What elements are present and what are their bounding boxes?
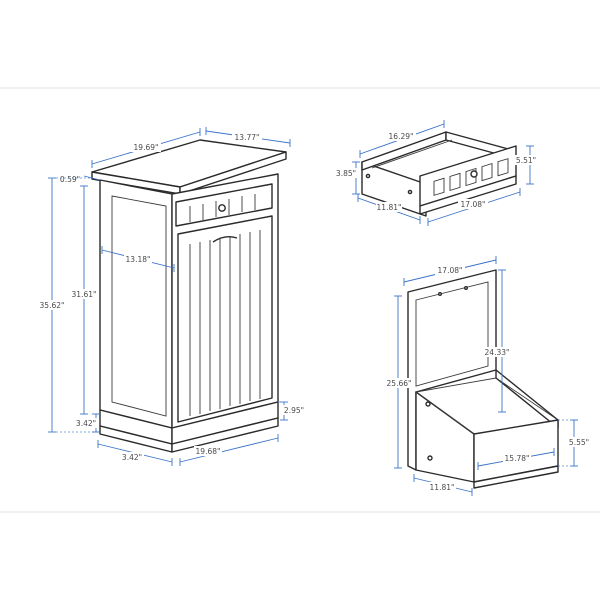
label-cabinet-inner-width: 13.18" — [126, 255, 151, 264]
label-cabinet-base-depth: 3.42" — [122, 453, 142, 462]
cabinet-door-handle-icon — [212, 235, 238, 243]
cabinet-base-front — [171, 417, 279, 453]
tilt-bin-front-bottom — [473, 465, 559, 489]
label-cabinet-top-depth: 13.77" — [235, 133, 260, 142]
tilt-bin-left-side — [415, 391, 475, 483]
label-cabinet-bin-height: 31.61" — [72, 290, 97, 299]
cabinet-drawer-slots — [189, 194, 256, 222]
label-drawer-front-width: 17.08" — [461, 200, 486, 209]
label-cabinet-base-width: 19.68" — [196, 447, 221, 456]
drawer-screw-hole — [407, 189, 413, 195]
label-cabinet-top-overhang: 0.59" — [60, 175, 80, 184]
tilt-bin-back-opening — [415, 281, 489, 387]
cabinet-drawer-knob-icon — [218, 204, 226, 212]
label-drawer-depth: 11.81" — [377, 203, 402, 212]
label-tilt-bin-inner-width: 15.78" — [505, 454, 530, 463]
cabinet-door — [177, 215, 273, 423]
drawer-dimensions: 16.29" 3.85" 11.81" 17.08" 5.51" — [334, 120, 538, 226]
drawer-front-bottom — [419, 175, 517, 215]
label-cabinet-base-height: 3.42" — [76, 419, 96, 428]
label-tilt-bin-back-height: 24.33" — [485, 348, 510, 357]
drawer-left-side — [361, 161, 427, 217]
drawer-front-slots — [433, 158, 509, 196]
label-cabinet-top-width: 19.69" — [134, 143, 159, 152]
tilt-bin-pivot-icon — [427, 455, 433, 461]
tilt-bin-dimensions: 17.08" 24.33" 25.66" 5.55" 15.78" 11.81" — [384, 256, 592, 496]
label-drawer-front-height: 5.51" — [516, 156, 536, 165]
cabinet-door-planks — [189, 230, 261, 416]
label-tilt-bin-front-height: 5.55" — [569, 438, 589, 447]
label-tilt-bin-depth: 11.81" — [430, 483, 455, 492]
cabinet-dimensions: 19.69" 13.77" 0.59" 35.62" 31.61" 3.42" — [37, 127, 306, 466]
label-tilt-bin-width: 17.08" — [438, 266, 463, 275]
label-cabinet-total-height: 35.62" — [40, 301, 65, 310]
cabinet-left-side — [99, 179, 173, 429]
tilt-bin-pivot-icon — [425, 401, 431, 407]
label-drawer-width: 16.29" — [389, 132, 414, 141]
drawer-knob-icon — [470, 170, 478, 178]
label-drawer-height: 3.85" — [336, 169, 356, 178]
cabinet-side-inset — [111, 195, 167, 417]
label-tilt-bin-total-height: 25.66" — [387, 379, 412, 388]
tilt-bin-drawing — [407, 269, 560, 489]
cabinet-drawing — [91, 139, 287, 453]
drawer-drawing — [361, 131, 517, 217]
cabinet-top-side-edge — [179, 151, 287, 195]
drawer-screw-hole — [365, 173, 371, 179]
label-cabinet-plinth-height: 2.95" — [284, 406, 304, 415]
